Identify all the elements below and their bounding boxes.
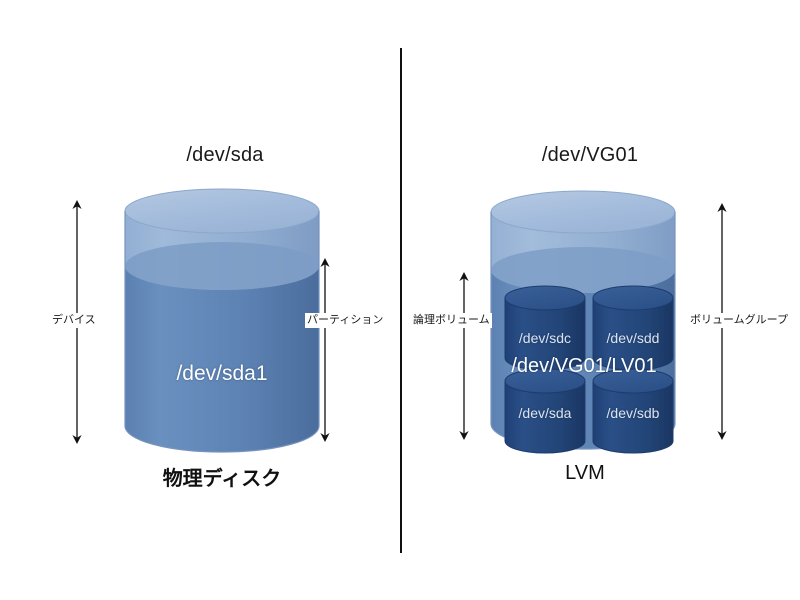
physical-disk-cylinder (124, 188, 320, 454)
pv-cylinder-sdb (592, 367, 674, 457)
pv-cylinder-sdd (592, 284, 674, 374)
left-panel-title: /dev/sda (186, 144, 264, 166)
pv-label-sdd: /dev/sdd (606, 330, 660, 346)
logical-volume-measure-label: 論理ボリューム (411, 313, 492, 328)
pv-label-sdc: /dev/sdc (518, 330, 572, 346)
device-measure-label: デバイス (50, 313, 98, 328)
right-panel-caption: LVM (565, 462, 605, 484)
logical-volume-label: /dev/VG01/LV01 (511, 355, 657, 377)
partition-measure-arrow (318, 258, 332, 442)
pv-cylinder-sdc (504, 284, 586, 374)
pv-cylinder-sda (504, 367, 586, 457)
pv-label-sda: /dev/sda (518, 405, 572, 421)
left-panel-caption: 物理ディスク (162, 468, 282, 490)
logical-volume-measure-arrow (457, 272, 471, 440)
partition-measure-label: パーティション (305, 313, 386, 328)
volume-group-measure-label: ボリュームグループ (688, 313, 791, 328)
right-panel-title: /dev/VG01 (541, 144, 639, 166)
pv-label-sdb: /dev/sdb (606, 405, 660, 421)
partition-name-label: /dev/sda1 (176, 362, 268, 385)
panel-divider (400, 48, 402, 553)
